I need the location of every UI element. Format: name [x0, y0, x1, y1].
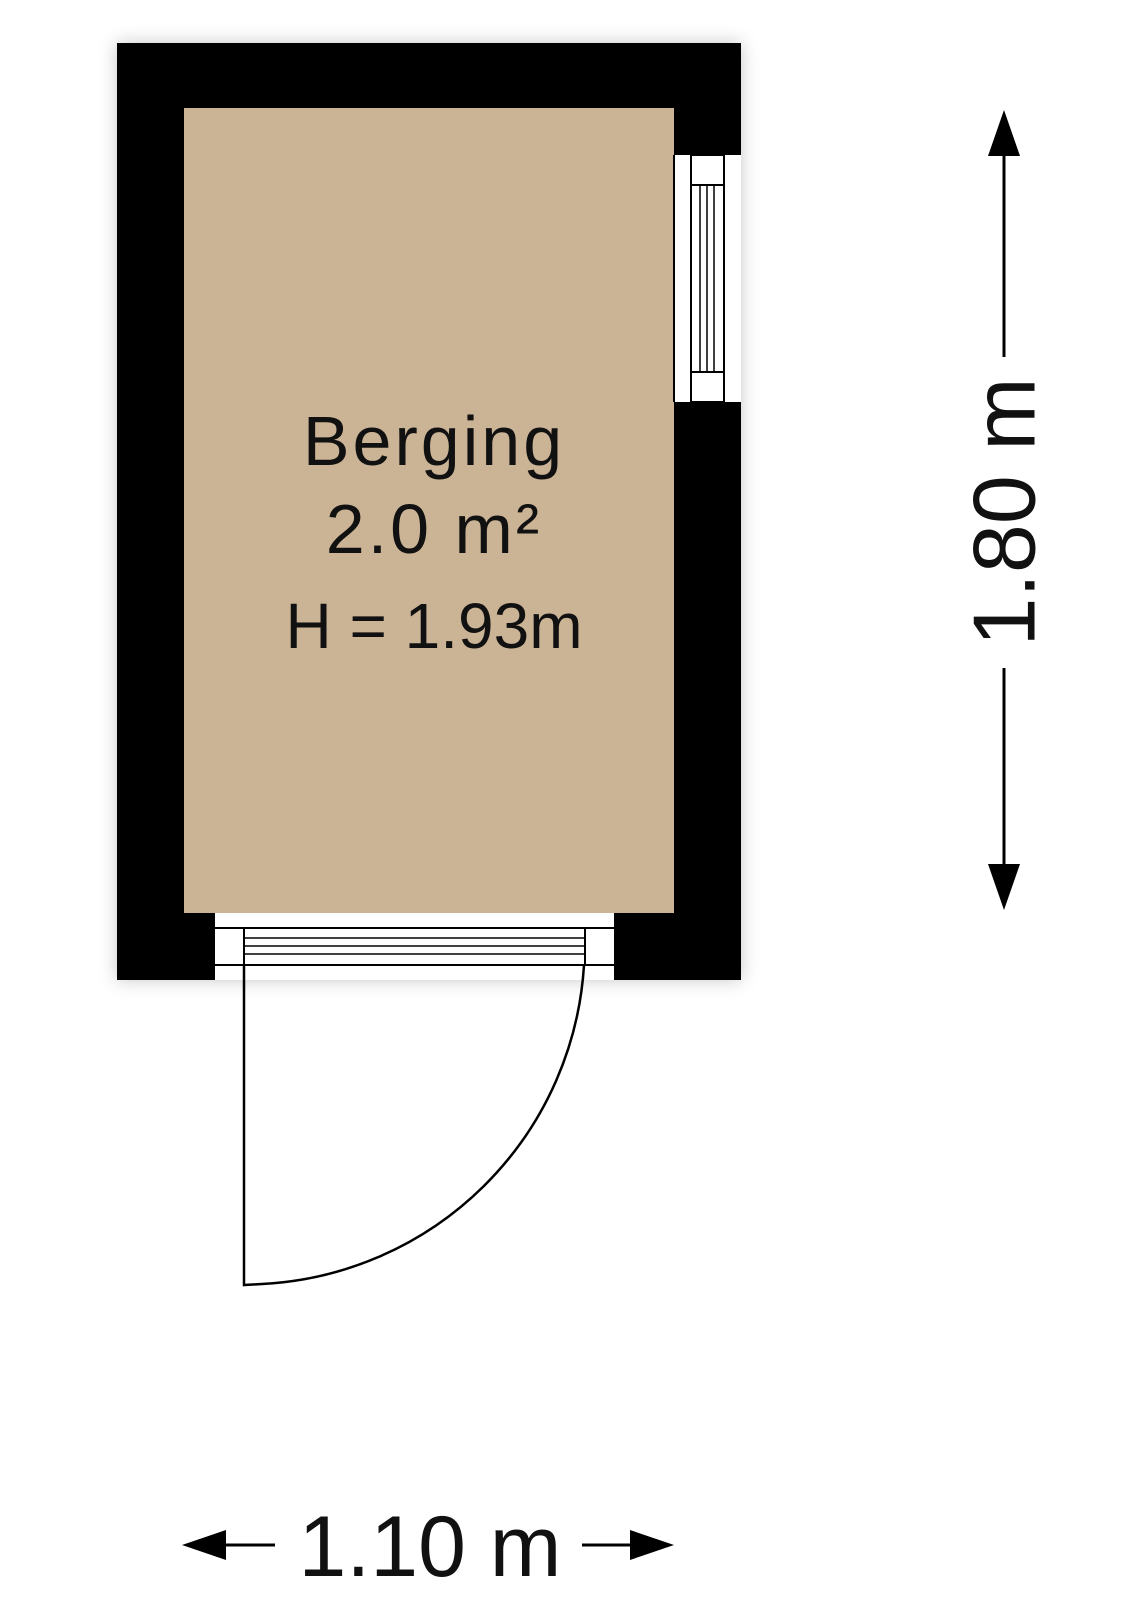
- door: [213, 913, 616, 980]
- room-floor: [184, 108, 674, 913]
- length-label: 1.80 m: [955, 377, 1054, 646]
- length-dimension: 1.80 m: [955, 110, 1054, 910]
- width-dimension: 1.10 m: [182, 1499, 674, 1595]
- room-area: 2.0 m²: [326, 490, 542, 568]
- room-name: Berging: [303, 402, 565, 480]
- door-swing: [242, 964, 586, 1287]
- width-label: 1.10 m: [299, 1499, 562, 1595]
- room-height: H = 1.93m: [285, 590, 582, 662]
- window: [673, 154, 741, 403]
